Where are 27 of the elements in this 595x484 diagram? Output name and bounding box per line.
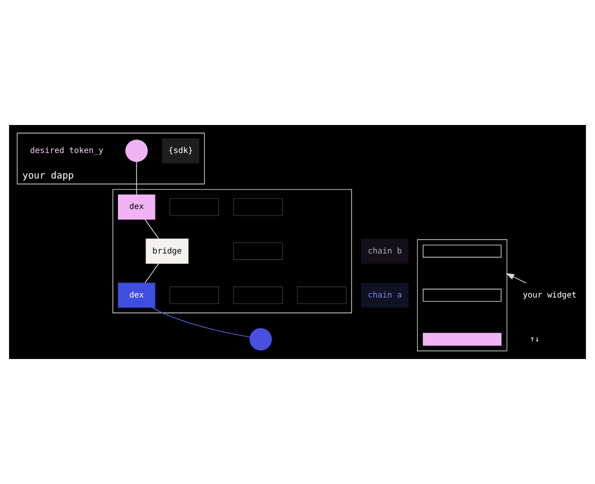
node-box <box>297 286 346 304</box>
node-bar <box>422 332 502 346</box>
node-box <box>422 288 502 302</box>
node-box <box>169 286 219 304</box>
label: ↑↓ <box>530 333 540 344</box>
node-box: bridge <box>146 238 188 264</box>
node-box: dex <box>118 194 156 220</box>
arrow <box>506 273 526 284</box>
node-box: {sdk} <box>162 138 200 164</box>
node-box: chain b <box>361 238 409 264</box>
node-box <box>233 286 283 304</box>
connector <box>136 161 137 196</box>
node-text: your widget <box>522 289 577 300</box>
cluster <box>417 239 508 352</box>
node-box: chain a <box>361 282 409 308</box>
connector <box>144 219 160 240</box>
node-box <box>233 242 283 260</box>
node-box: dex <box>118 282 156 308</box>
node-box <box>422 244 502 258</box>
connector <box>152 307 250 338</box>
node-circle <box>125 140 148 162</box>
cluster <box>112 189 352 314</box>
node-box <box>169 198 219 216</box>
node-circle <box>250 328 272 351</box>
node-box <box>233 198 283 216</box>
node-label: desired token_y <box>30 144 104 155</box>
connector <box>144 263 160 284</box>
